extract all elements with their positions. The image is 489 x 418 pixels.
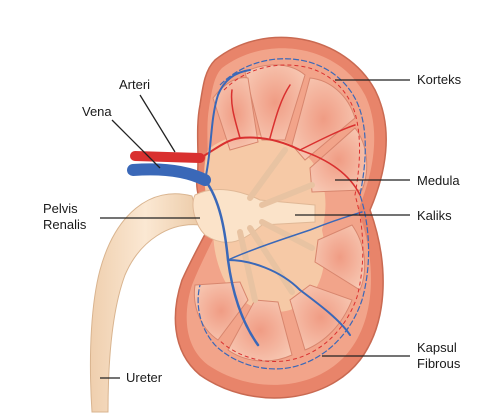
arteri-leader-line xyxy=(140,95,175,152)
label-medula: Medula xyxy=(417,173,460,189)
label-kaliks: Kaliks xyxy=(417,208,452,224)
label-pelvis-line1: Pelvis xyxy=(43,201,78,217)
label-kapsul-line2: Fibrous xyxy=(417,356,460,372)
label-pelvis-line2: Renalis xyxy=(43,217,86,233)
label-kapsul-line1: Kapsul xyxy=(417,340,457,356)
label-ureter: Ureter xyxy=(126,370,162,386)
label-korteks: Korteks xyxy=(417,72,461,88)
label-vena: Vena xyxy=(82,104,112,120)
label-arteri: Arteri xyxy=(119,77,150,93)
